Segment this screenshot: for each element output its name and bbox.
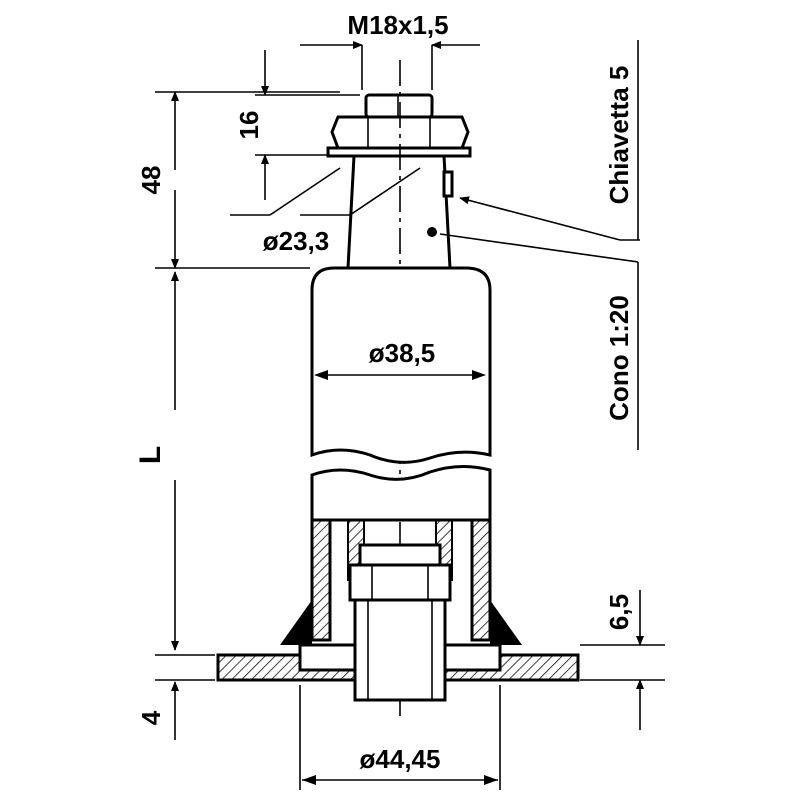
top-nut xyxy=(326,93,472,158)
flange-offset-label: 6,5 xyxy=(604,594,634,630)
cone-diameter-label: ø23,3 xyxy=(263,226,330,256)
taper-label: Cono 1:20 xyxy=(604,295,634,421)
length-label: L xyxy=(134,446,167,464)
tube-body xyxy=(310,266,492,522)
key-label: Chiavetta 5 xyxy=(604,66,634,205)
dimension-lines xyxy=(155,40,665,790)
nut-height-label: 16 xyxy=(234,111,264,140)
top-length-label: 48 xyxy=(136,166,166,195)
tube-diameter-label: ø38,5 xyxy=(369,338,436,368)
thread-label: M18x1,5 xyxy=(347,10,448,40)
flange-thickness-label: 4 xyxy=(136,710,166,725)
lower-assembly xyxy=(216,518,580,702)
flange-diameter-label: ø44,45 xyxy=(360,744,441,774)
